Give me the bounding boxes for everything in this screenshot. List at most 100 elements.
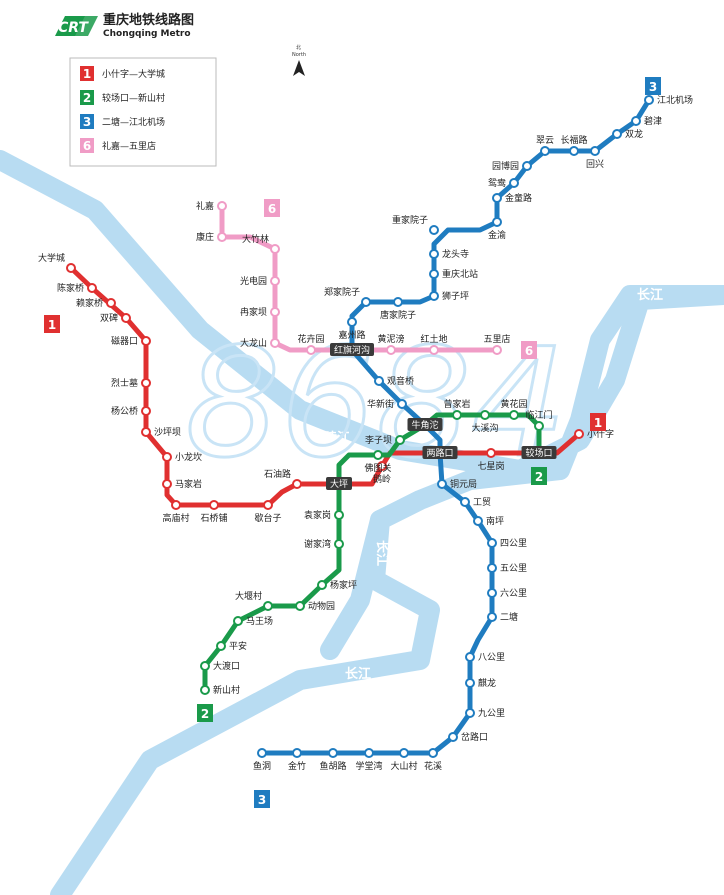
station-marker[interactable] [487, 612, 497, 622]
interchange-marker[interactable] [407, 418, 443, 431]
station-marker[interactable] [364, 748, 374, 758]
station-marker[interactable] [465, 678, 475, 688]
station-marker[interactable] [334, 539, 344, 549]
station-marker[interactable] [393, 297, 403, 307]
station-marker[interactable] [263, 500, 273, 510]
station-marker[interactable] [399, 748, 409, 758]
station-marker[interactable] [569, 146, 579, 156]
station-marker[interactable] [465, 708, 475, 718]
station-marker[interactable] [233, 616, 243, 626]
station-marker[interactable] [492, 217, 502, 227]
station-marker[interactable] [334, 510, 344, 520]
station-marker[interactable] [395, 435, 405, 445]
station-marker[interactable] [328, 748, 338, 758]
station-marker[interactable] [386, 345, 396, 355]
station-marker[interactable] [171, 500, 181, 510]
station-marker[interactable] [540, 146, 550, 156]
station-marker[interactable] [141, 406, 151, 416]
watermark: 8684 [185, 317, 567, 491]
station-marker[interactable] [429, 225, 439, 235]
interchange-marker[interactable] [326, 477, 352, 490]
station-marker[interactable] [374, 376, 384, 386]
station-marker[interactable] [631, 116, 641, 126]
station-marker[interactable] [644, 95, 654, 105]
legend-swatch [80, 66, 94, 81]
station-label: 黄花园 [500, 398, 527, 410]
interchange-marker[interactable] [521, 446, 557, 459]
station-marker[interactable] [465, 652, 475, 662]
legend-number: 1 [83, 67, 91, 81]
station-marker[interactable] [437, 479, 447, 489]
station-marker[interactable] [162, 479, 172, 489]
station-marker[interactable] [480, 410, 490, 420]
station-marker[interactable] [429, 269, 439, 279]
station-marker[interactable] [397, 399, 407, 409]
station-marker[interactable] [257, 748, 267, 758]
station-marker[interactable] [612, 129, 622, 139]
station-marker[interactable] [448, 732, 458, 742]
station-marker[interactable] [270, 276, 280, 286]
station-marker[interactable] [429, 345, 439, 355]
station-marker[interactable] [492, 345, 502, 355]
station-marker[interactable] [473, 516, 483, 526]
station-marker[interactable] [361, 297, 371, 307]
station-marker[interactable] [509, 178, 519, 188]
station-marker[interactable] [590, 146, 600, 156]
station-marker[interactable] [217, 232, 227, 242]
station-marker[interactable] [217, 201, 227, 211]
station-marker[interactable] [486, 448, 496, 458]
station-marker[interactable] [347, 317, 357, 327]
station-marker[interactable] [209, 500, 219, 510]
station-label: 五里店 [483, 333, 510, 345]
station-marker[interactable] [295, 601, 305, 611]
station-marker[interactable] [377, 461, 387, 471]
station-marker[interactable] [492, 193, 502, 203]
line-badge [264, 199, 280, 217]
interchange-marker[interactable] [422, 446, 458, 459]
line-badge-number: 3 [258, 793, 266, 807]
station-label: 金童路 [505, 192, 532, 204]
station-marker[interactable] [141, 427, 151, 437]
line-1-track [68, 265, 582, 508]
station-marker[interactable] [373, 450, 383, 460]
station-marker[interactable] [429, 249, 439, 259]
changjiang-branch-river [320, 510, 390, 660]
station-marker[interactable] [522, 161, 532, 171]
station-marker[interactable] [121, 313, 131, 323]
north-arrow-icon: 北 North [292, 44, 306, 76]
station-label: 二塘 [500, 611, 518, 623]
station-marker[interactable] [292, 748, 302, 758]
station-marker[interactable] [270, 307, 280, 317]
station-marker[interactable] [306, 345, 316, 355]
station-marker[interactable] [452, 410, 462, 420]
station-marker[interactable] [263, 601, 273, 611]
line-badge [44, 315, 60, 333]
station-marker[interactable] [487, 563, 497, 573]
station-label: 岔路口 [461, 731, 488, 743]
station-marker[interactable] [200, 661, 210, 671]
station-marker[interactable] [487, 538, 497, 548]
station-marker[interactable] [487, 588, 497, 598]
station-marker[interactable] [460, 497, 470, 507]
station-marker[interactable] [292, 479, 302, 489]
interchange-marker[interactable] [330, 343, 374, 356]
station-marker[interactable] [200, 685, 210, 695]
station-label: 双碑 [100, 312, 118, 324]
station-marker[interactable] [270, 338, 280, 348]
station-label: 黄泥滂 [377, 333, 404, 345]
station-marker[interactable] [141, 336, 151, 346]
station-marker[interactable] [574, 429, 584, 439]
station-marker[interactable] [141, 378, 151, 388]
station-marker[interactable] [162, 452, 172, 462]
station-marker[interactable] [106, 298, 116, 308]
station-marker[interactable] [216, 641, 226, 651]
station-marker[interactable] [317, 580, 327, 590]
station-marker[interactable] [428, 748, 438, 758]
station-marker[interactable] [87, 283, 97, 293]
station-marker[interactable] [429, 291, 439, 301]
station-marker[interactable] [66, 263, 76, 273]
station-marker[interactable] [509, 410, 519, 420]
station-marker[interactable] [270, 244, 280, 254]
station-marker[interactable] [534, 421, 544, 431]
line-badge-number: 2 [535, 470, 543, 484]
